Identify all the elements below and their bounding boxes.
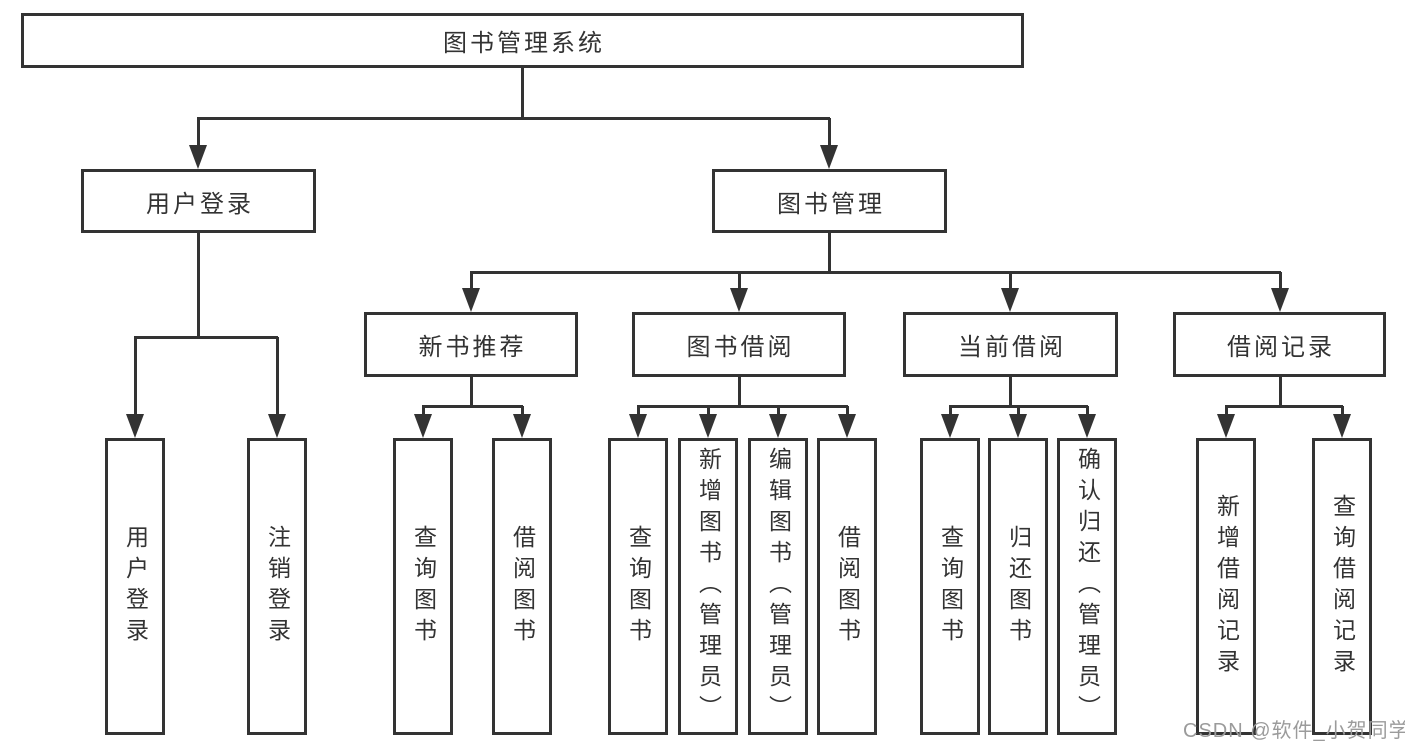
node-library-management-system: 图书管理系统: [21, 13, 1024, 68]
connector-line: [1225, 405, 1343, 408]
leaf-user-login: 用户登录: [105, 438, 165, 735]
leaf-query-borrow-record: 查询借阅记录: [1312, 438, 1372, 735]
connector-line: [828, 233, 831, 274]
connector-line: [949, 405, 1088, 408]
connector-arrowhead: [1009, 414, 1027, 438]
leaf-label: 新增借阅记录: [1213, 493, 1240, 680]
connector-line: [521, 406, 524, 418]
connector-line: [846, 406, 849, 418]
connector-arrowhead: [1001, 288, 1019, 312]
connector-arrowhead: [513, 414, 531, 438]
connector-line: [1225, 406, 1228, 418]
leaf-label: 确认归还（管理员）: [1074, 447, 1101, 726]
leaf-query-books-borrowing: 查询图书: [608, 438, 668, 735]
connector-arrowhead: [1271, 288, 1289, 312]
node-book-borrowing: 图书借阅: [632, 312, 846, 377]
connector-line: [1279, 377, 1282, 408]
leaf-label: 查询图书: [625, 524, 652, 649]
connector-line: [197, 118, 200, 148]
connector-line: [470, 272, 473, 292]
connector-line: [197, 117, 830, 120]
connector-line: [1009, 272, 1012, 292]
leaf-label: 注销登录: [264, 524, 291, 649]
leaf-logout: 注销登录: [247, 438, 307, 735]
node-label: 用户登录: [146, 190, 254, 218]
connector-arrowhead: [1078, 414, 1096, 438]
connector-arrowhead: [730, 288, 748, 312]
leaf-label: 借阅图书: [509, 524, 536, 649]
connector-line: [1341, 406, 1344, 418]
leaf-edit-books-admin: 编辑图书（管理员）: [748, 438, 808, 735]
leaf-confirm-return-admin: 确认归还（管理员）: [1057, 438, 1117, 735]
connector-line: [1086, 406, 1089, 418]
connector-arrowhead: [462, 288, 480, 312]
node-label: 借阅记录: [1227, 334, 1335, 361]
leaf-label: 归还图书: [1005, 524, 1032, 649]
node-label: 当前借阅: [958, 334, 1066, 361]
leaf-label: 查询图书: [410, 524, 437, 649]
connector-line: [637, 406, 640, 418]
connector-line: [949, 406, 952, 418]
connector-line: [637, 405, 848, 408]
connector-line: [134, 336, 278, 339]
connector-arrowhead: [820, 145, 838, 169]
connector-line: [276, 337, 279, 418]
connector-arrowhead: [629, 414, 647, 438]
leaf-label: 借阅图书: [834, 524, 861, 649]
leaf-label: 查询图书: [937, 524, 964, 649]
connector-line: [422, 405, 523, 408]
leaf-borrow-books-recommend: 借阅图书: [492, 438, 552, 735]
node-label: 图书管理系统: [443, 30, 605, 57]
connector-line: [738, 377, 741, 408]
leaf-label: 新增图书（管理员）: [695, 447, 722, 726]
connector-line: [738, 272, 741, 292]
leaf-label: 查询借阅记录: [1329, 493, 1356, 680]
node-borrowing-records: 借阅记录: [1173, 312, 1386, 377]
connector-line: [521, 68, 524, 120]
node-user-login: 用户登录: [81, 169, 316, 233]
leaf-label: 编辑图书（管理员）: [765, 447, 792, 726]
connector-line: [707, 406, 710, 418]
connector-arrowhead: [414, 414, 432, 438]
connector-arrowhead: [126, 414, 144, 438]
node-new-book-recommendation: 新书推荐: [364, 312, 578, 377]
connector-arrowhead: [941, 414, 959, 438]
leaf-add-books-admin: 新增图书（管理员）: [678, 438, 738, 735]
connector-arrowhead: [268, 414, 286, 438]
node-label: 新书推荐: [418, 334, 527, 361]
connector-line: [1017, 406, 1020, 418]
connector-arrowhead: [838, 414, 856, 438]
node-label: 图书管理: [777, 190, 885, 218]
connector-line: [197, 233, 200, 339]
connector-arrowhead: [769, 414, 787, 438]
leaf-label: 用户登录: [122, 524, 149, 649]
leaf-query-books-current: 查询图书: [920, 438, 980, 735]
connector-line: [1279, 272, 1282, 292]
node-current-borrowing: 当前借阅: [903, 312, 1118, 377]
watermark: CSDN @软件_小贺同学: [1183, 720, 1405, 742]
leaf-borrow-books-borrowing: 借阅图书: [817, 438, 877, 735]
leaf-return-books: 归还图书: [988, 438, 1048, 735]
connector-line: [1009, 377, 1012, 408]
connector-line: [777, 406, 780, 418]
connector-line: [134, 337, 137, 418]
leaf-query-books-recommend: 查询图书: [393, 438, 453, 735]
node-label: 图书借阅: [686, 334, 795, 361]
connector-line: [470, 271, 1281, 274]
connector-line: [422, 406, 425, 418]
leaf-add-borrow-record: 新增借阅记录: [1196, 438, 1256, 735]
connector-arrowhead: [189, 145, 207, 169]
connector-line: [828, 118, 831, 148]
connector-arrowhead: [1333, 414, 1351, 438]
connector-arrowhead: [699, 414, 717, 438]
node-book-management: 图书管理: [712, 169, 947, 233]
connector-arrowhead: [1217, 414, 1235, 438]
connector-line: [470, 377, 473, 408]
